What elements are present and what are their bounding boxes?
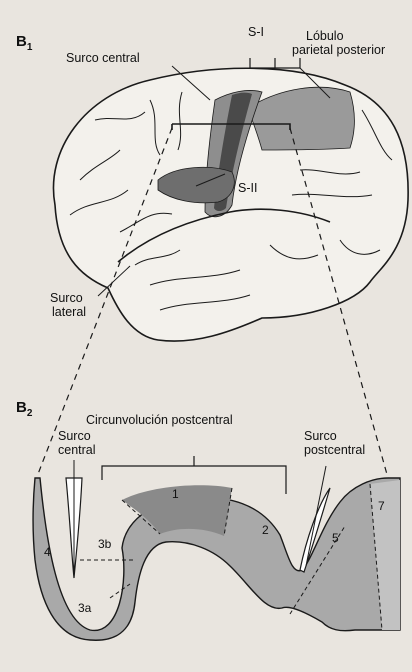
surco-lateral-label-line2: lateral [52,305,86,319]
area-label-3a: 3a [78,601,92,615]
lobulo-label-line1: Lóbulo [306,29,344,43]
area-label-7: 7 [378,499,385,513]
panel-label-b2: B2 [16,399,33,419]
area-label-5: 5 [332,531,339,545]
area-label-2: 2 [262,523,269,537]
circunvolucion-label: Circunvolución postcentral [86,413,233,427]
surco-central-b2-line2: central [58,443,96,457]
panel-label-b1: B1 [16,33,33,53]
s1-bracket [250,58,300,68]
surco-central-b2-line1: Surco [58,429,91,443]
surco-lateral-label-line1: Surco [50,291,83,305]
s1-label: S-I [248,25,264,39]
lobulo-label-line2: parietal posterior [292,43,385,57]
area-label-3b: 3b [98,537,112,551]
surco-postcentral-line2: postcentral [304,443,365,457]
area-label-1: 1 [172,487,179,501]
panel-b2: 1 2 3b 3a 4 5 7 B2 Circunvolución postce… [16,399,400,640]
panel-b1: B1 S-I Lóbulo parietal posterior Surco c… [16,25,408,341]
area-label-4: 4 [44,545,51,559]
surco-central-label: Surco central [66,51,140,65]
s2-label: S-II [238,181,257,195]
surco-postcentral-line1: Surco [304,429,337,443]
